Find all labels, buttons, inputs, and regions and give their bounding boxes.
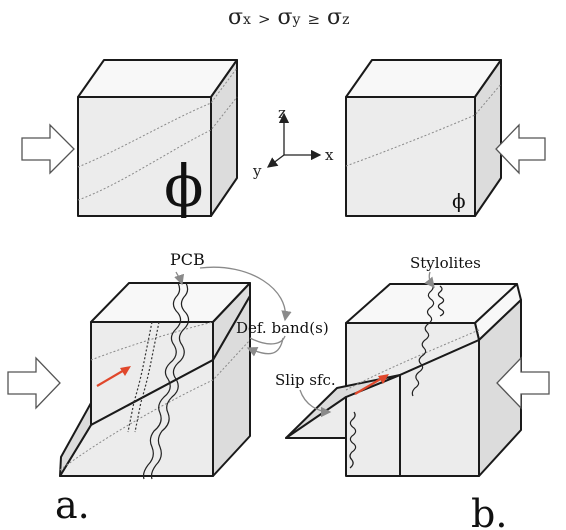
- panel-label-b: b.: [471, 492, 507, 530]
- def-band-leader: [199, 266, 292, 322]
- compression-arrow-icon: [495, 123, 546, 175]
- block-a-deformed: [59, 282, 251, 480]
- compression-arrow-icon: [496, 356, 550, 410]
- def-band-leader: [246, 337, 284, 357]
- sigma-z-subscript: z: [342, 12, 349, 28]
- axis-x-label: x: [325, 146, 334, 164]
- shear-direction-arrow: [96, 368, 127, 387]
- shear-direction-arrow: [354, 376, 385, 395]
- def-band-leader: [249, 335, 286, 345]
- deformation-band-trace: [345, 329, 480, 391]
- shear-direction-arrowhead: [120, 366, 131, 376]
- block-b-deformed: [285, 283, 522, 477]
- pcb-trace: [150, 282, 190, 480]
- deformation-band-trace: [345, 83, 502, 167]
- sigma-x-symbol: σ: [228, 5, 243, 30]
- stress-relation-title: σx > σy ≥ σz: [228, 5, 349, 30]
- sigma-y-symbol: σ: [278, 5, 293, 30]
- axis-z-label: z: [278, 104, 286, 122]
- sigma-y-subscript: y: [292, 12, 301, 28]
- block-a-undeformed: ϕ: [77, 59, 238, 220]
- relation-greater-equal: ≥: [307, 10, 320, 28]
- stylolite-trace: [349, 411, 357, 469]
- pcb-dashed-trace: [134, 321, 160, 433]
- deformation-band-trace: [77, 96, 238, 201]
- compression-arrow-icon: [7, 356, 61, 410]
- axis-y-label: y: [252, 162, 262, 180]
- block-b-undeformed: ϕ: [345, 59, 502, 217]
- stylolites-label: Stylolites: [410, 254, 481, 272]
- sigma-z-symbol: σ: [327, 5, 342, 30]
- phi-symbol: ϕ: [164, 152, 204, 220]
- compression-arrow-icon: [21, 123, 75, 175]
- slip-surface-leader: [299, 389, 332, 418]
- pcb-leader: [174, 271, 185, 286]
- def-bands-label: Def. band(s): [236, 319, 329, 337]
- pcb-trace: [142, 282, 182, 480]
- relation-greater: >: [258, 10, 271, 28]
- pcb-dashed-trace: [127, 321, 153, 433]
- axes-icon: z x y: [252, 104, 334, 180]
- pcb-label: PCB: [170, 250, 205, 269]
- stylolite-trace: [437, 285, 445, 317]
- sigma-x-subscript: x: [243, 12, 251, 28]
- stylolites-leader: [424, 271, 435, 289]
- stylolite-trace: [411, 283, 435, 397]
- deformation-band-trace: [77, 67, 238, 168]
- phi-symbol: ϕ: [452, 189, 466, 213]
- slip-surface-label: Slip sfc.: [275, 371, 336, 389]
- panel-label-a: a.: [55, 483, 90, 527]
- shear-direction-arrowhead: [378, 374, 389, 384]
